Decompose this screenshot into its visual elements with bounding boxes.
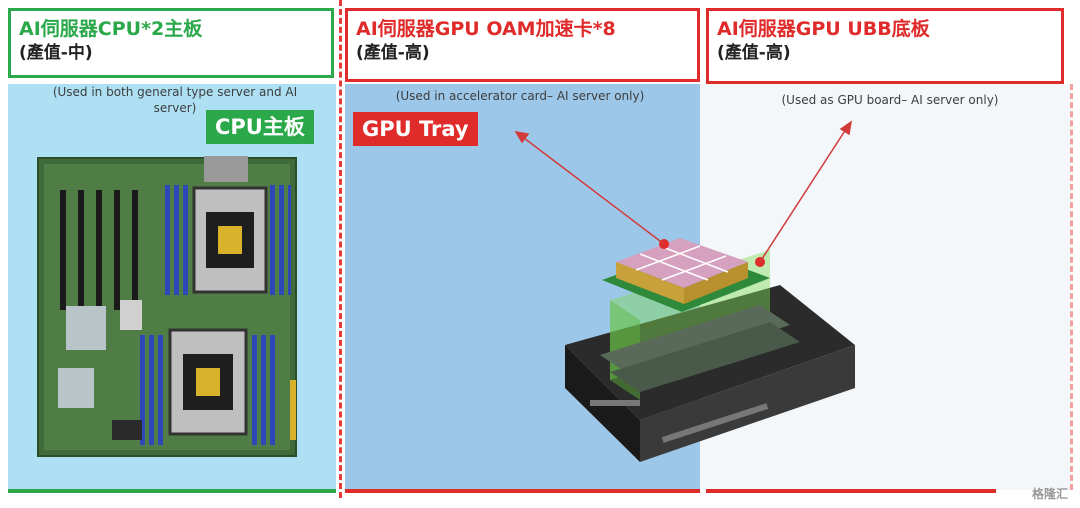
ubb-panel-note: (Used as GPU board– AI server only) — [781, 93, 999, 107]
ubb-panel-bottom-line — [706, 489, 996, 493]
arrow-to-ubb — [759, 120, 853, 263]
gpu-panel-bottom-line — [345, 489, 700, 493]
cpu-panel-title: AI伺服器CPU*2主板 (產值-中) — [8, 8, 334, 78]
cpu-panel-title-line2: (產值-中) — [19, 43, 93, 63]
cpu-panel-bottom-line — [8, 489, 336, 493]
gpu-panel-title: AI伺服器GPU OAM加速卡*8 (產值-高) — [345, 8, 700, 82]
cpu-board-badge: CPU主板 — [206, 110, 314, 144]
cpu-motherboard-image — [37, 156, 297, 457]
arrow-to-oam — [514, 130, 665, 245]
cpu-panel-note: (Used in both general type server and AI… — [52, 85, 298, 115]
gpu-panel-title-line2: (產值-高) — [356, 43, 430, 63]
ubb-panel-title: AI伺服器GPU UBB底板 (產值-高) — [706, 8, 1064, 84]
gpu-tray-badge: GPU Tray — [353, 112, 478, 146]
panel-divider — [339, 0, 342, 498]
panel-divider-right — [1070, 84, 1073, 490]
panel-ubb-background — [700, 84, 1070, 490]
ubb-panel-title-line1: AI伺服器GPU UBB底板 — [717, 18, 930, 40]
gpu-panel-title-line1: AI伺服器GPU OAM加速卡*8 — [356, 18, 616, 40]
ubb-panel-title-line2: (產值-高) — [717, 43, 791, 63]
gpu-tray-image — [565, 238, 855, 462]
gpu-panel-note: (Used in accelerator card– AI server onl… — [395, 89, 645, 103]
cpu-panel-title-line1: AI伺服器CPU*2主板 — [19, 18, 203, 40]
watermark: 格隆汇 — [1031, 487, 1068, 501]
